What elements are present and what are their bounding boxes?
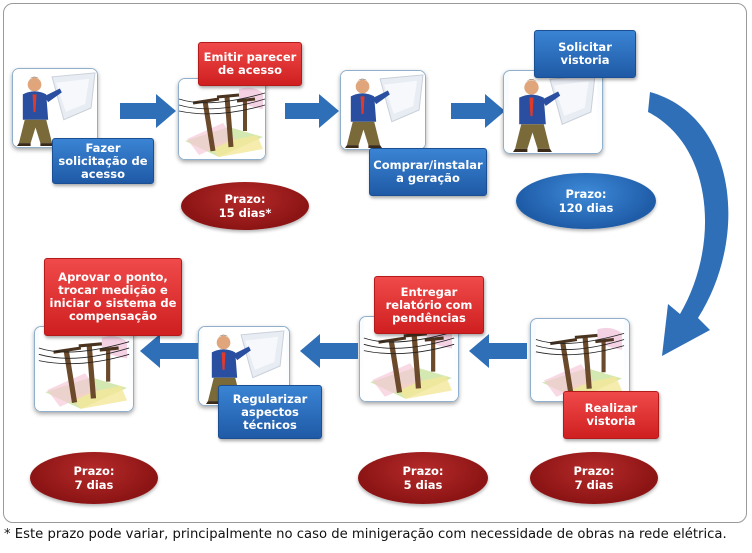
step-entregar-relatorio: Entregar relatório com pendências [374,276,484,334]
step-solicitar-vistoria: Solicitar vistoria [534,30,636,78]
arrow-left-icon [469,334,527,368]
deadline-badge: Prazo: 120 dias [516,173,656,229]
arrow-left-icon [140,334,198,368]
person-icon [503,70,603,154]
arrow-right-icon [120,94,176,128]
step-aprovar-ponto: Aprovar o ponto, trocar medição e inicia… [44,258,182,336]
step-comprar-instalar: Comprar/instalar a geração [369,148,487,196]
step-fazer-solicitacao: Fazer solicitação de acesso [52,138,154,184]
step-realizar-vistoria: Realizar vistoria [563,391,659,439]
power-line-icon [178,78,266,160]
step-regularizar-aspectos: Regularizar aspectos técnicos [218,385,322,439]
power-line-icon [34,326,134,412]
deadline-badge: Prazo: 7 dias [530,452,658,504]
arrow-right-icon [285,94,339,128]
deadline-badge: Prazo: 15 dias* [181,182,309,230]
curved-arrow-icon [648,92,729,356]
person-icon [12,68,98,148]
person-icon [340,70,426,150]
footnote: * Este prazo pode variar, principalmente… [4,527,727,542]
power-line-icon [530,318,630,402]
arrow-left-icon [300,334,358,368]
arrow-right-icon [451,94,505,128]
deadline-badge: Prazo: 7 dias [30,452,158,504]
step-emitir-parecer: Emitir parecer de acesso [198,42,302,86]
deadline-badge: Prazo: 5 dias [358,452,488,504]
